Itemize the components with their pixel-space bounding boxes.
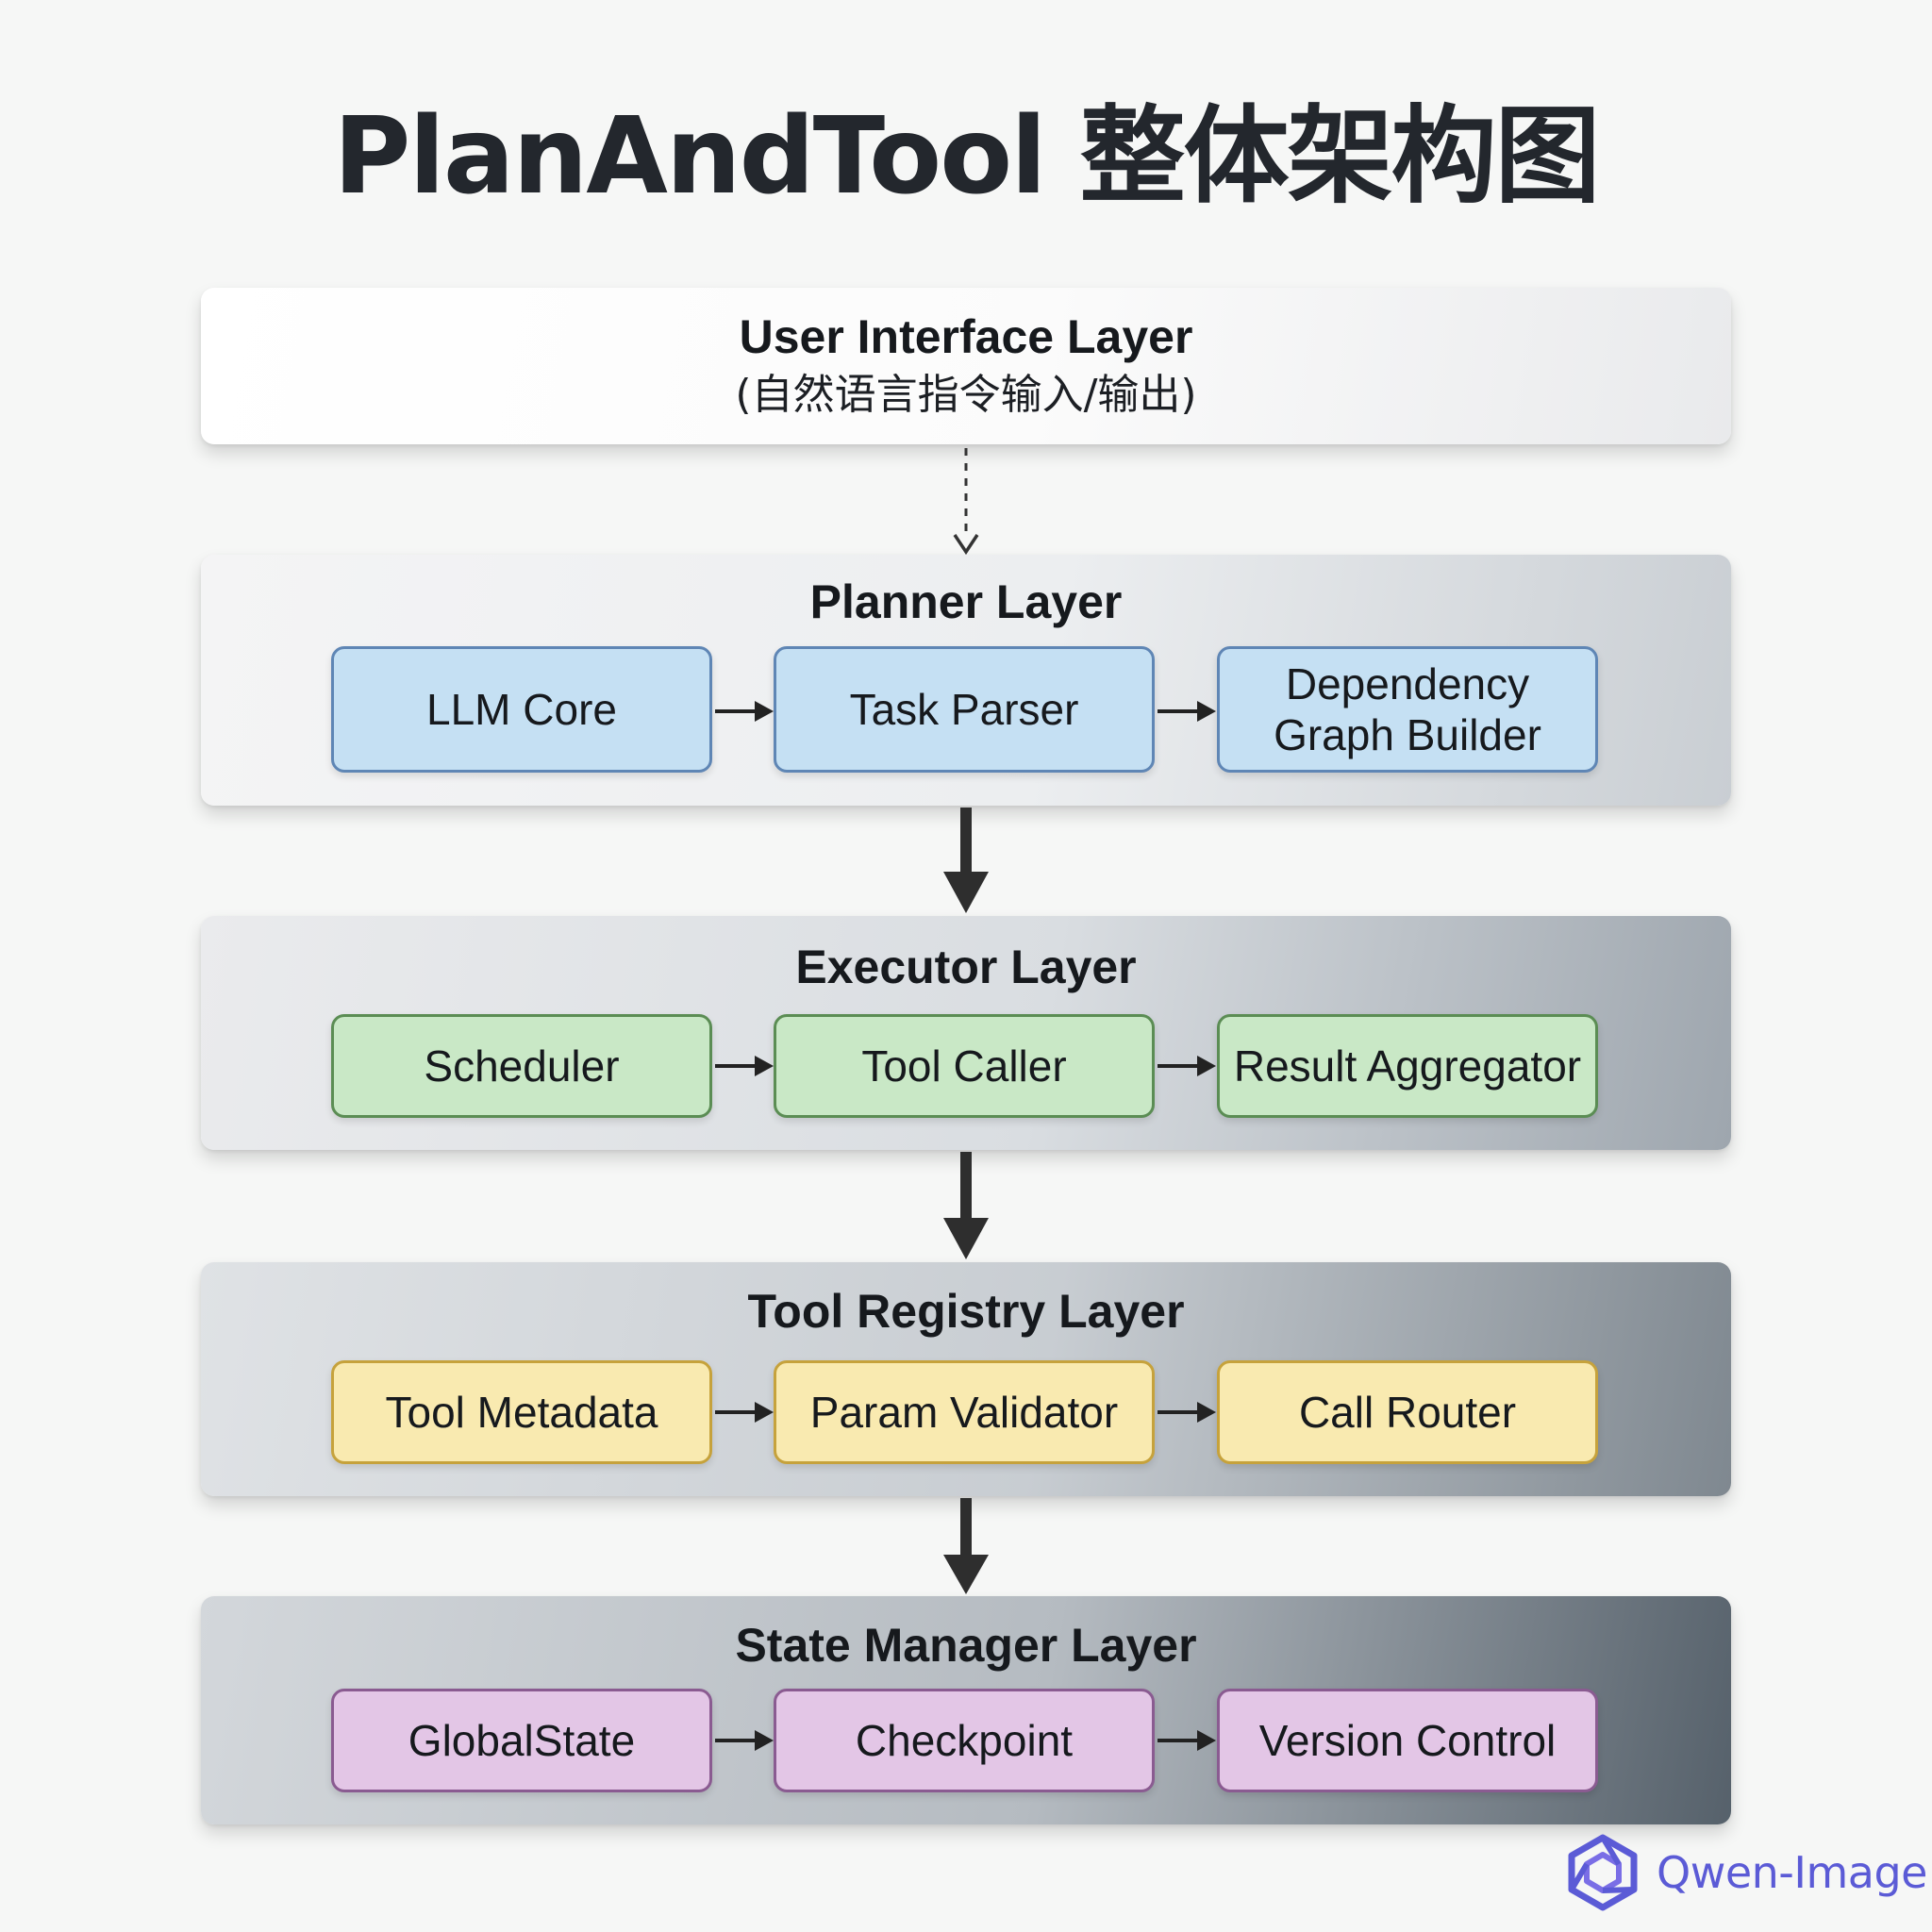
version-control-box: Version Control	[1217, 1689, 1598, 1792]
layer-title: Planner Layer	[809, 575, 1123, 628]
right-arrow	[715, 701, 774, 722]
qwen-logo-icon	[1568, 1834, 1638, 1911]
right-arrow	[715, 1730, 774, 1751]
right-arrow	[715, 1402, 774, 1423]
user-interface-layer: User Interface Layer (自然语言指令输入/输出)	[201, 288, 1731, 444]
tool-registry-layer: Tool Registry Layer Tool Metadata Param …	[201, 1262, 1731, 1496]
right-arrow	[1158, 1056, 1216, 1076]
solid-down-arrow	[943, 1152, 989, 1259]
globalstate-box: GlobalState	[331, 1689, 712, 1792]
executor-layer: Executor Layer Scheduler Tool Caller Res…	[201, 916, 1731, 1150]
right-arrow	[1158, 1730, 1216, 1751]
layer-subtitle: (自然语言指令输入/输出)	[735, 371, 1197, 419]
tool-metadata-box: Tool Metadata	[331, 1360, 712, 1464]
tool-caller-box: Tool Caller	[774, 1014, 1155, 1118]
right-arrow	[1158, 701, 1216, 722]
planner-layer: Planner Layer LLM Core Task Parser Depen…	[201, 555, 1731, 806]
scheduler-box: Scheduler	[331, 1014, 712, 1118]
right-arrow	[715, 1056, 774, 1076]
checkpoint-box: Checkpoint	[774, 1689, 1155, 1792]
solid-down-arrow	[943, 808, 989, 913]
call-router-box: Call Router	[1217, 1360, 1598, 1464]
dependency-graph-builder-box: Dependency Graph Builder	[1217, 646, 1598, 773]
page-title: PlanAndTool 整体架构图	[333, 95, 1600, 218]
right-arrow	[1158, 1402, 1216, 1423]
layer-title: Tool Registry Layer	[747, 1285, 1185, 1338]
watermark-text: Qwen-Image	[1657, 1847, 1927, 1898]
layer-title: State Manager Layer	[735, 1619, 1197, 1672]
dashed-down-arrow	[953, 448, 979, 556]
param-validator-box: Param Validator	[774, 1360, 1155, 1464]
llm-core-box: LLM Core	[331, 646, 712, 773]
state-manager-layer: State Manager Layer GlobalState Checkpoi…	[201, 1596, 1731, 1824]
layer-title: Executor Layer	[795, 941, 1137, 993]
solid-down-arrow	[943, 1498, 989, 1594]
result-aggregator-box: Result Aggregator	[1217, 1014, 1598, 1118]
task-parser-box: Task Parser	[774, 646, 1155, 773]
layer-title: User Interface Layer	[739, 310, 1193, 363]
